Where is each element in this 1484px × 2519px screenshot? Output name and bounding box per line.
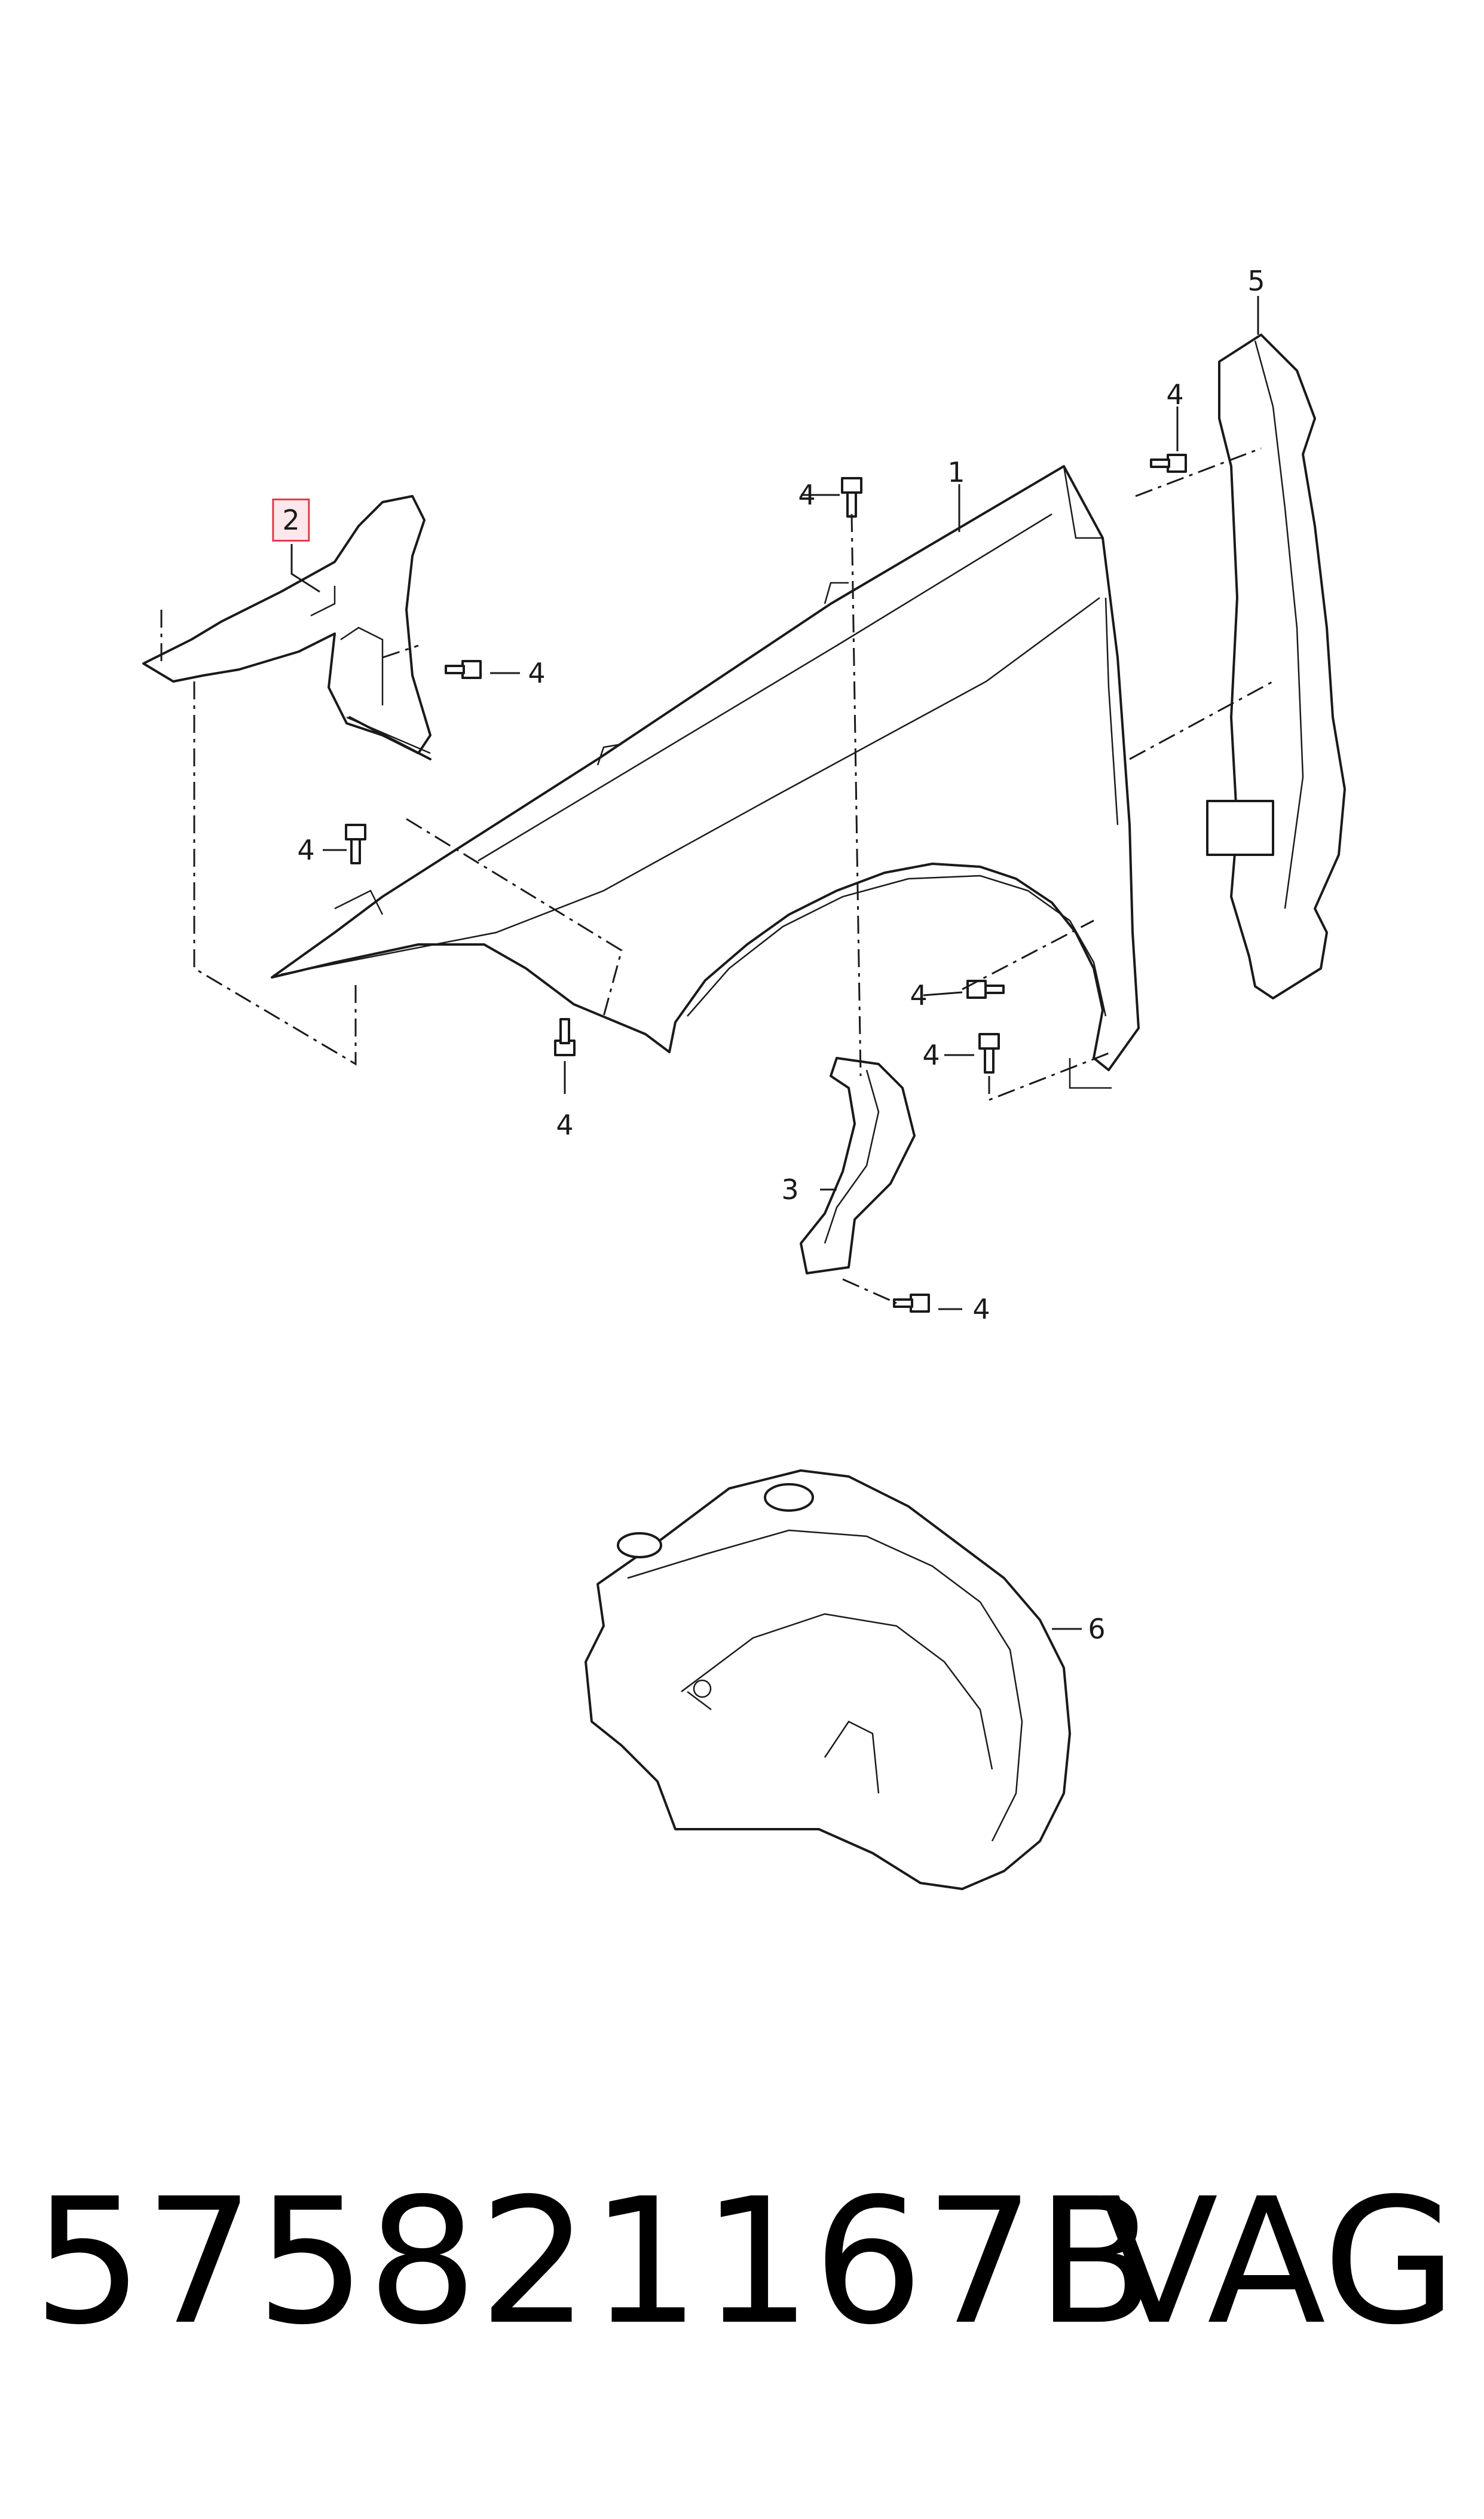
callout-4-bracket-3: 4 <box>972 1293 990 1325</box>
callout-4-top-fender: 4 <box>798 479 816 511</box>
callout-4-bracket: 4 <box>528 657 546 689</box>
fender-part <box>271 465 1140 1089</box>
callout-2-highlighted: 2 <box>272 499 310 542</box>
brand-name: VAG <box>1100 2162 1457 2363</box>
seal-part-5 <box>1206 334 1346 999</box>
callout-3: 3 <box>781 1173 799 1206</box>
bolt-icons <box>345 454 1187 1313</box>
callout-4-left: 4 <box>297 834 315 866</box>
wheelarch-liner-part-6 <box>585 1469 1071 1890</box>
leader-lines <box>290 296 1259 1630</box>
callout-6: 6 <box>1088 1613 1106 1645</box>
callout-4-bottom-fender: 4 <box>556 1109 574 1141</box>
part-number: 575821167B <box>33 2162 1156 2363</box>
bracket-part-2 <box>142 495 432 760</box>
callout-4-arch-lower: 4 <box>922 1039 940 1071</box>
assembly-lines <box>160 447 1274 1304</box>
bracket-part-3 <box>800 1057 916 1274</box>
callout-5: 5 <box>1247 265 1265 297</box>
callout-4-top-right: 4 <box>1166 378 1184 411</box>
callout-1: 1 <box>947 456 965 488</box>
callout-4-arch-upper: 4 <box>910 979 928 1011</box>
